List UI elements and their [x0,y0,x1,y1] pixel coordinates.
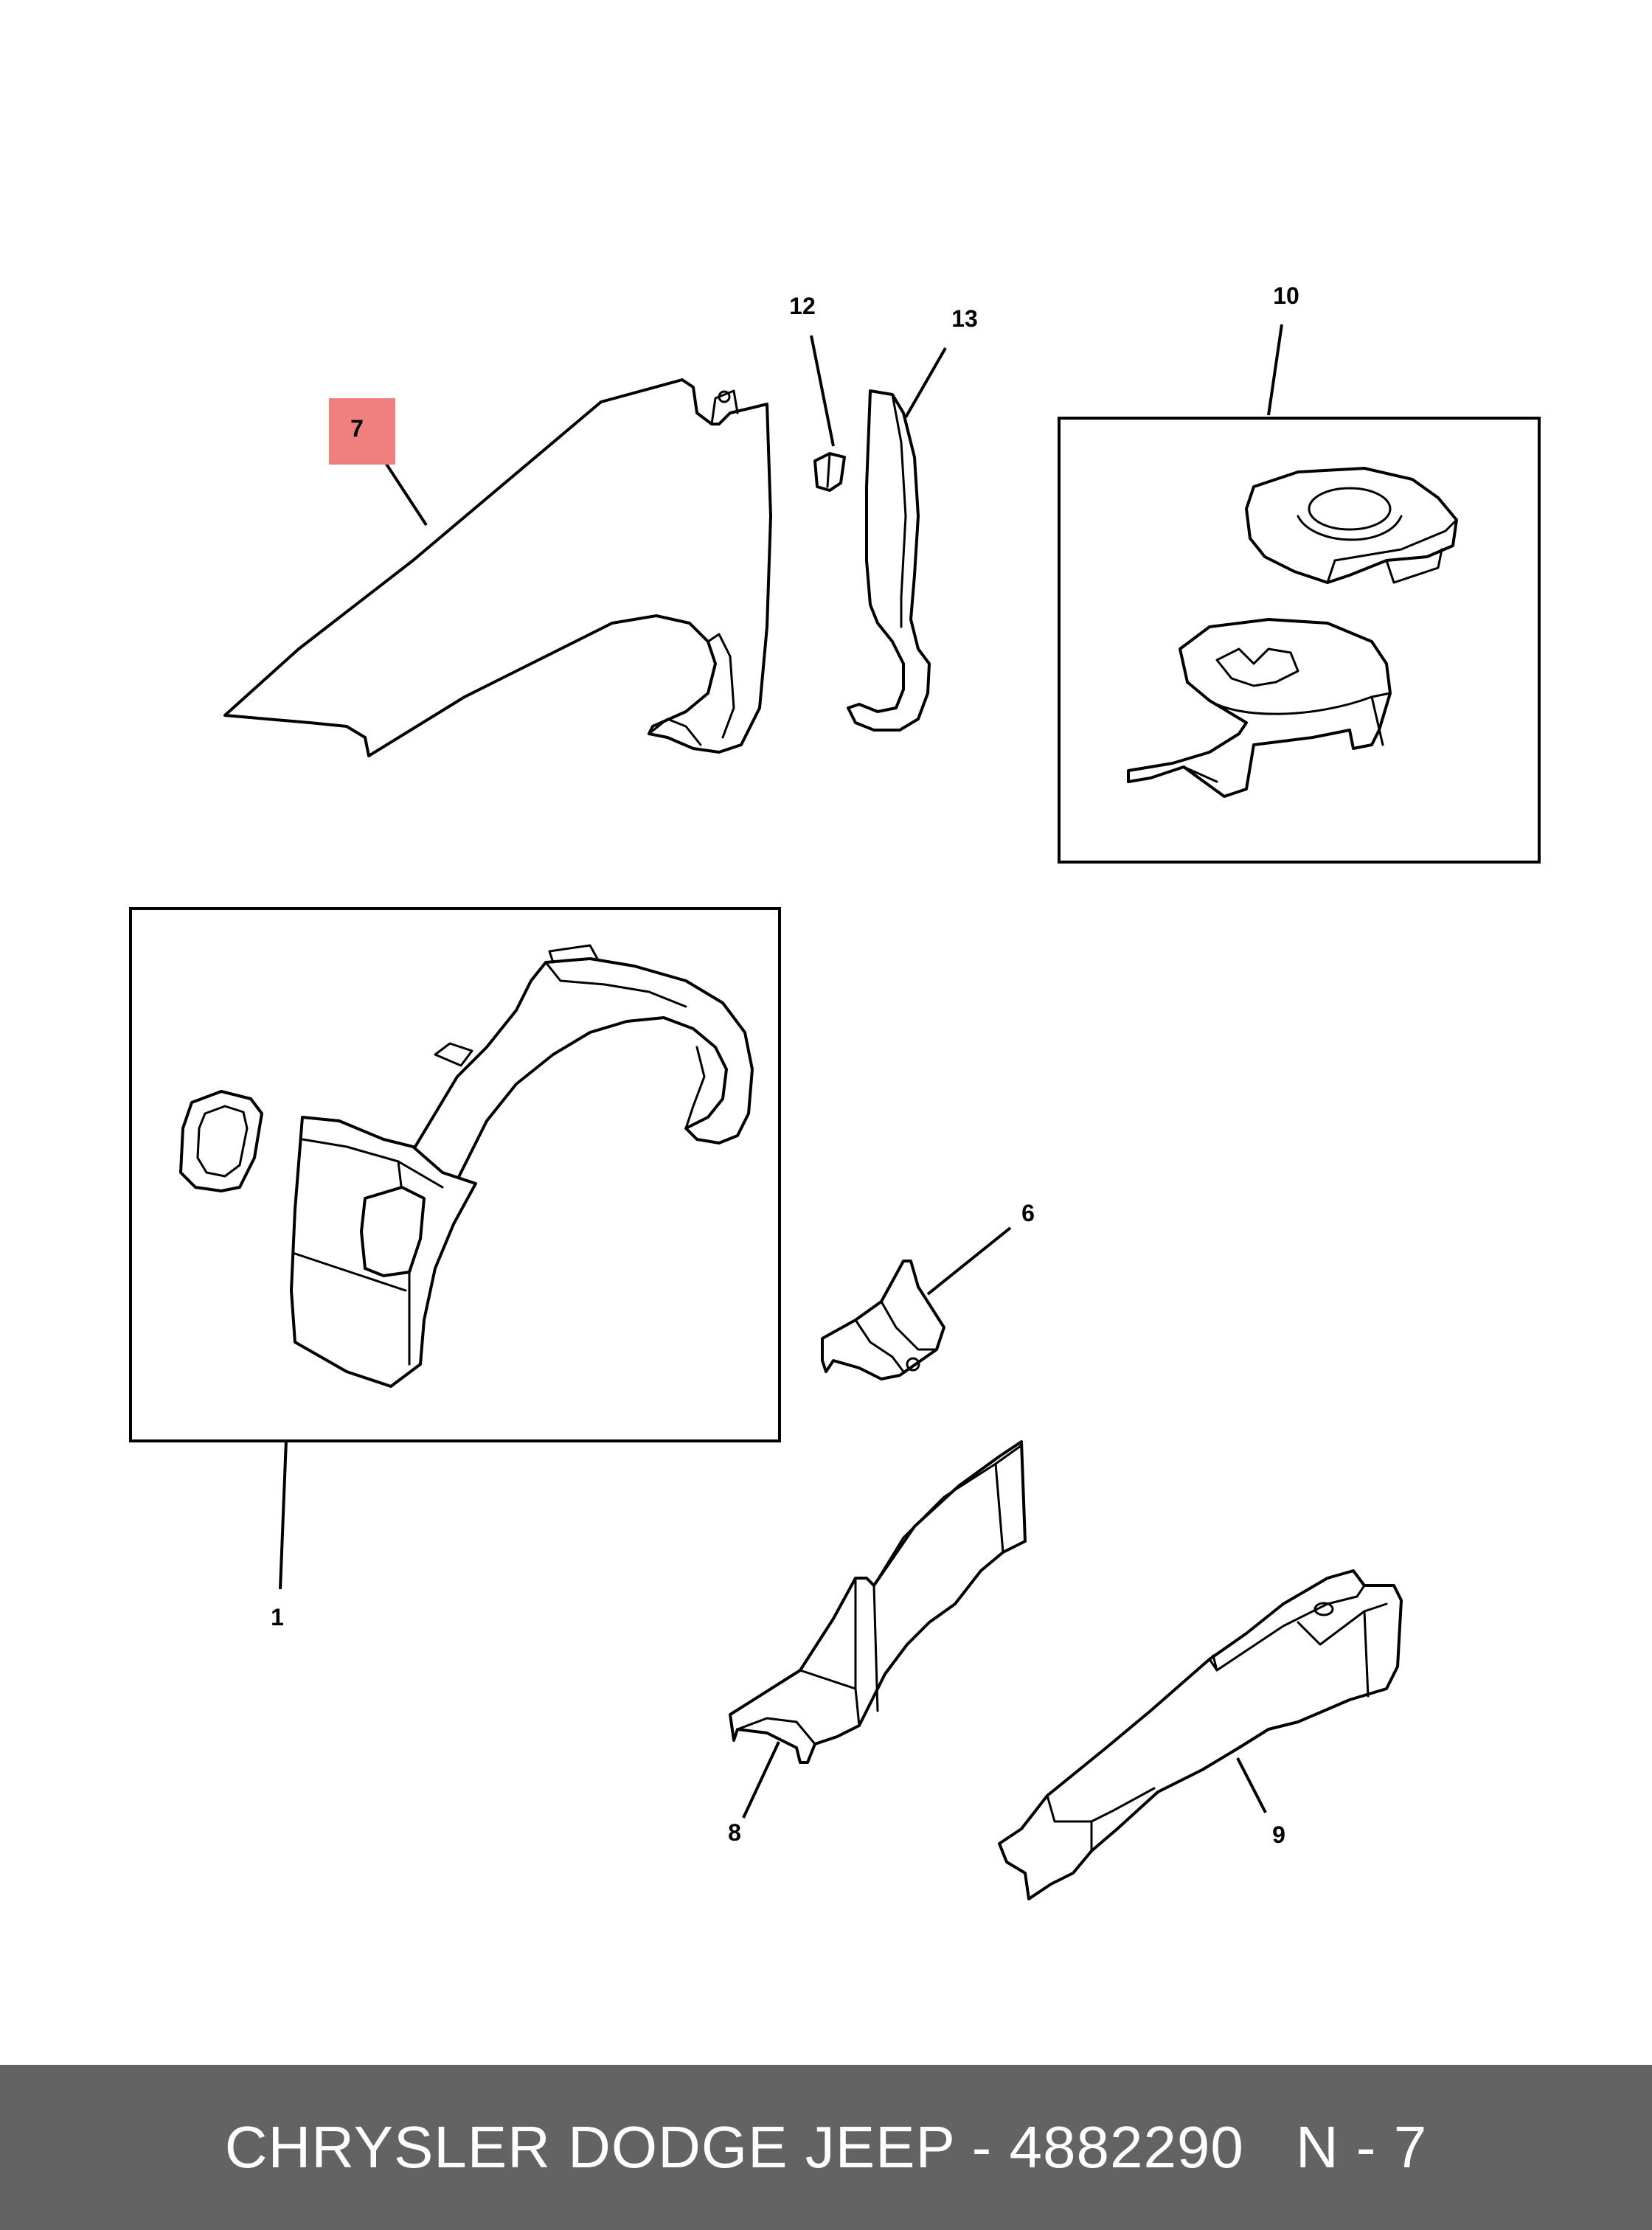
part-6-bracket [821,1260,945,1380]
leader-9 [1236,1757,1267,1813]
part-1-wheelhouse [179,944,754,1388]
part-13-seal [847,389,931,732]
callout-10: 10 [1273,282,1299,309]
leader-12 [810,335,835,447]
callout-12: 12 [789,293,816,319]
callout-13: 13 [951,305,978,332]
footer-part-number: 4882290 [1009,2114,1244,2180]
footer-bar: CHRYSLER DODGE JEEP - 4882290 N - 7 [0,2065,1652,2230]
part-10-strut-tower [1127,467,1458,798]
callout-1: 1 [271,1604,284,1630]
leader-10 [1267,324,1283,416]
leader-13 [904,347,947,418]
part-1-frame [129,907,781,1442]
leader-6 [926,1226,1012,1296]
parts-diagram: 7 12 13 10 1 6 8 9 [129,282,1541,1900]
footer-separator: - [954,2114,1010,2180]
part-9-long-rail [998,1569,1403,1900]
part-10-frame [1058,417,1541,864]
leader-1 [279,1439,288,1590]
callout-9: 9 [1272,1821,1285,1848]
callout-7-highlight [329,398,395,465]
footer-brand: CHRYSLER DODGE JEEP [224,2114,955,2180]
callout-6: 6 [1021,1200,1035,1226]
part-8-rail [729,1440,1027,1764]
leader-8 [742,1741,780,1819]
part-7-fender [223,378,772,757]
footer-position-code: N - 7 [1295,2114,1428,2180]
callout-8: 8 [728,1819,741,1846]
footer-text: CHRYSLER DODGE JEEP - 4882290 N - 7 [225,2113,1428,2181]
callout-7: 7 [350,415,364,442]
part-12-clip [813,452,846,492]
